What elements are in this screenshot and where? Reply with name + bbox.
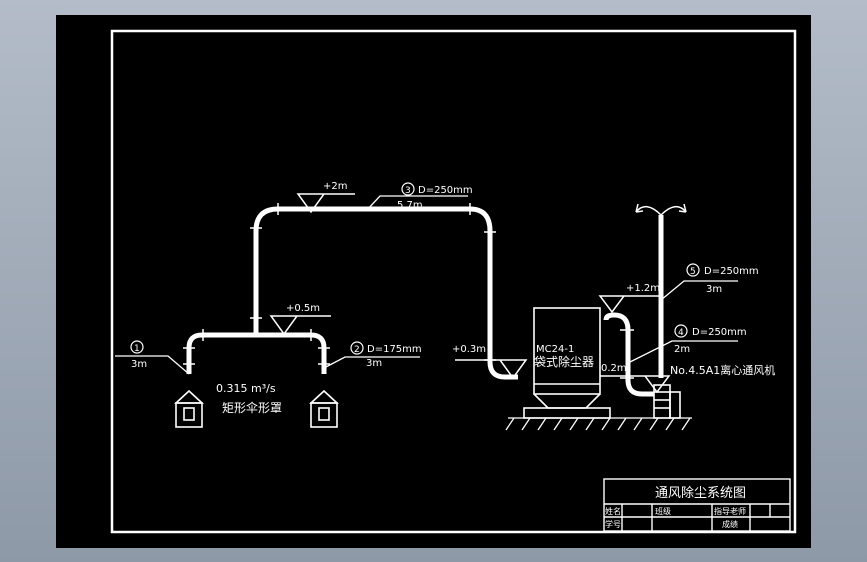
label-pipe3-len: 5.7m xyxy=(397,200,423,211)
label-elev-top: +2m xyxy=(323,181,347,192)
circle-pipe3 xyxy=(401,182,415,196)
label-elev-mid: +0.5m xyxy=(286,303,320,314)
label-pipe2-num: 2 xyxy=(354,345,360,355)
circle-pipe4 xyxy=(674,324,688,338)
bag-collector xyxy=(523,307,611,419)
title-block-class-label: 班级 xyxy=(655,506,671,516)
title-block-advisor-label: 指导老师 xyxy=(714,506,746,516)
label-collector-name: 袋式除尘器 xyxy=(534,354,594,369)
label-pipe2-diam: D=175mm xyxy=(367,344,422,355)
title-block-name-label: 姓名 xyxy=(605,506,621,516)
elev-marker-top xyxy=(296,193,355,214)
label-pipe5-len: 3m xyxy=(706,284,722,295)
label-elev-inlet: +0.3m xyxy=(452,344,486,355)
label-pipe4-diam: D=250mm xyxy=(692,327,747,338)
label-pipe4-len: 2m xyxy=(674,344,690,355)
title-block xyxy=(603,478,791,532)
label-pipe5-num: 5 xyxy=(690,267,696,277)
pipe-joint-ticks xyxy=(183,203,634,379)
circle-pipe2 xyxy=(350,341,364,355)
label-pipe3-num: 3 xyxy=(405,186,411,196)
duct-riser-main xyxy=(253,206,518,380)
label-collector-model: MC24-1 xyxy=(536,344,574,355)
duct-collector-fan xyxy=(603,312,654,397)
label-fan: No.4.5A1离心通风机 xyxy=(670,363,775,377)
label-pipe1-num: 1 xyxy=(134,344,140,354)
label-elev-fan-bottom: 0.2m xyxy=(601,363,627,374)
label-hood: 矩形伞形罩 xyxy=(222,400,282,415)
stack-outlet-arrows xyxy=(635,203,687,216)
label-pipe3-diam: D=250mm xyxy=(418,185,473,196)
elev-marker-mid xyxy=(269,315,331,336)
leader-pipe3 xyxy=(365,195,468,212)
elev-marker-fan-bottom xyxy=(600,375,671,394)
elev-marker-fan-top xyxy=(598,295,660,314)
leader-pipe1 xyxy=(115,355,190,375)
label-pipe4-num: 4 xyxy=(678,328,684,338)
elev-marker-inlet xyxy=(455,359,528,380)
title-block-id-label: 学号 xyxy=(605,519,621,529)
drawing-border xyxy=(110,29,797,534)
hood-right xyxy=(308,389,340,428)
circle-pipe1 xyxy=(130,340,144,354)
leader-pipe2 xyxy=(323,356,420,369)
title-block-title: 通风除尘系统图 xyxy=(655,486,746,501)
label-flow-rate: 0.315 m³/s xyxy=(216,382,276,395)
leader-pipe4 xyxy=(629,340,738,363)
label-pipe5-diam: D=250mm xyxy=(704,266,759,277)
circle-pipe5 xyxy=(686,263,700,277)
leader-pipe5 xyxy=(660,280,738,301)
hood-left xyxy=(173,389,205,428)
label-pipe2-len: 3m xyxy=(366,358,382,369)
title-block-grade-label: 成绩 xyxy=(722,519,738,529)
label-pipe1-len: 3m xyxy=(131,359,147,370)
label-elev-fan-top: +1.2m xyxy=(626,283,660,294)
